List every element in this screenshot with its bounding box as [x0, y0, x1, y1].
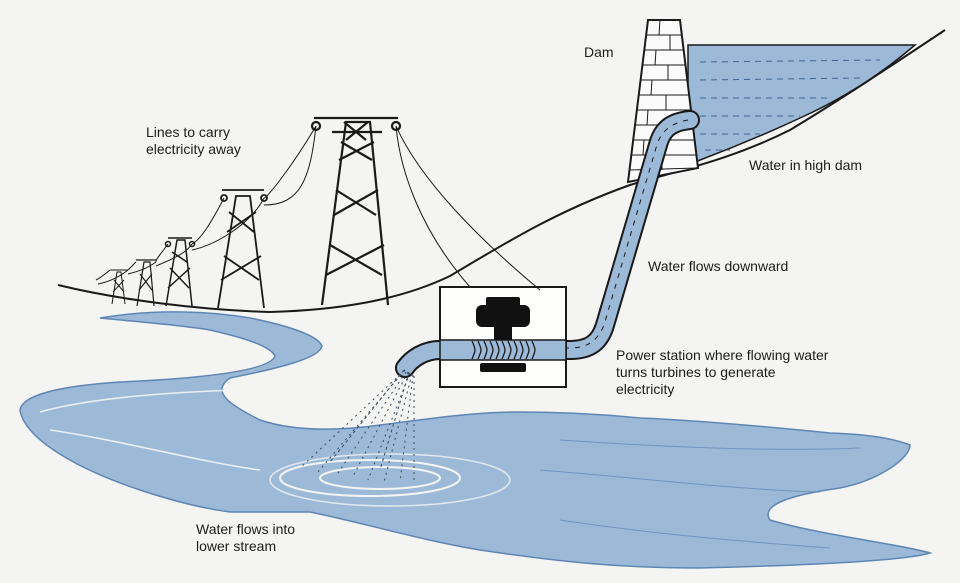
hillside [57, 29, 946, 314]
reservoir [687, 44, 918, 167]
outflow-spray [299, 369, 415, 483]
tower-5 [110, 269, 128, 305]
lower-stream [19, 311, 933, 569]
label-transmission-lines: Lines to carry electricity away [146, 124, 241, 157]
tower-3 [164, 237, 196, 307]
power-lines [95, 125, 541, 291]
label-power-station: Power station where flowing water turns … [616, 347, 829, 397]
label-dam: Dam [584, 44, 614, 60]
transmission-towers [110, 116, 402, 309]
label-high-water: Water in high dam [749, 157, 863, 173]
tower-2 [217, 189, 268, 309]
generator [476, 297, 530, 372]
turbine-coil [471, 340, 536, 360]
tower-4 [136, 259, 156, 307]
power-station [395, 286, 567, 388]
label-flows-downward: Water flows downward [648, 258, 789, 274]
label-lower-stream: Water flows into lower stream [196, 521, 296, 554]
tower-1 [310, 116, 402, 306]
dam-wall [626, 19, 700, 184]
